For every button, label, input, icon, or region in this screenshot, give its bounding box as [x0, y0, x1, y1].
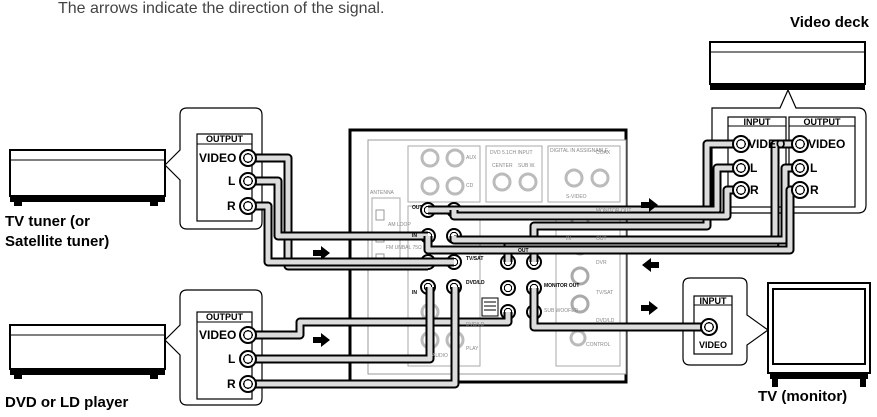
tv-tuner-label: TV tuner (or Satellite tuner) [5, 213, 110, 250]
rear-label-center: CENTER [492, 163, 513, 169]
tv-tuner-r-label: R [227, 199, 236, 213]
deck-output-header: OUTPUT [803, 117, 841, 127]
signal-arrows [313, 198, 659, 347]
cables [248, 139, 800, 389]
dvd-player-box [9, 324, 166, 379]
tv-monitor [767, 282, 871, 387]
arrow-right-icon [641, 301, 658, 315]
rear-label-cd: CD [466, 183, 474, 189]
deck-output-l-label: L [810, 161, 818, 175]
rear-label-dvdld-s: DVD/LD [596, 318, 615, 324]
receiver-rear-panel [348, 128, 628, 384]
tv-tuner-video-label: VIDEO [199, 151, 237, 165]
video-deck-panel [711, 88, 867, 214]
dvd-r-label: R [227, 377, 236, 391]
tv-tuner-box [9, 149, 166, 206]
deck-input-video-label: VIDEO [748, 137, 786, 151]
rear-label-play: PLAY [466, 346, 479, 352]
rear-label-coax: COAX [596, 150, 611, 156]
rear-label-monitor-out: MONITOR OUT [544, 283, 580, 289]
rear-label-dvd51: DVD 5.1CH INPUT [490, 150, 533, 156]
tv-tuner-output-header: OUTPUT [206, 134, 243, 144]
video-deck-box [709, 41, 866, 90]
rear-label-tvsat-s: TV/SAT [596, 290, 614, 296]
dvd-player-label: DVD or LD player [5, 394, 129, 411]
arrow-left-icon [642, 258, 659, 272]
deck-output-video-label: VIDEO [808, 137, 846, 151]
tv-input-panel [682, 277, 770, 366]
rear-label-subwoofer: SUB WOOFER [544, 308, 579, 314]
rear-label-control: CONTROL [586, 342, 611, 348]
video-deck-label: Video deck [790, 14, 869, 31]
tv-tuner-l-label: L [228, 174, 236, 188]
rear-label-digital-in: DIGITAL IN ASSIGNABLE [550, 148, 609, 154]
rear-label-in: IN [412, 233, 417, 239]
rear-label-in-audio: IN [412, 290, 417, 296]
diagram-caption: The arrows indicate the direction of the… [58, 0, 385, 17]
deck-output-r-label: R [810, 183, 819, 197]
rear-label-fm: FM UNBAL 75Ω [386, 245, 422, 251]
deck-input-l-label: L [750, 161, 758, 175]
deck-input-r-label: R [750, 183, 759, 197]
tv-input-header: INPUT [699, 296, 727, 306]
rear-label-am-loop: AM LOOP [388, 222, 411, 228]
rear-label-antenna: ANTENNA [370, 190, 394, 196]
dvd-output-header: OUTPUT [206, 312, 243, 322]
rear-label-audio: AUDIO [432, 353, 448, 359]
dvd-l-label: L [228, 352, 236, 366]
tv-input-video-label: VIDEO [698, 340, 727, 350]
rear-label-aux: AUX [466, 155, 477, 161]
rear-label-tvsat: TV/SAT [466, 256, 484, 262]
rear-label-dvdld-audio: DVD/LD [466, 322, 485, 328]
rear-label-dvr: DVR [596, 260, 607, 266]
rear-label-out-s: OUT [596, 236, 607, 242]
arrow-right-icon [313, 333, 330, 347]
deck-input-header: INPUT [743, 117, 771, 127]
rear-label-dvdld: DVD/LD [466, 280, 485, 286]
rear-label-monitor-out-s: MONITOR OUT [596, 208, 632, 214]
rear-label-svideo: S-VIDEO [566, 194, 587, 200]
rear-label-subw: SUB W. [518, 163, 536, 169]
arrow-right-icon [313, 246, 330, 260]
dvd-video-label: VIDEO [199, 328, 237, 342]
rear-label-out: OUT [412, 205, 423, 211]
rear-label-out-main: OUT [518, 248, 529, 254]
device-jacks [239, 135, 809, 393]
arrow-right-icon [641, 198, 658, 212]
rear-label-in-s: IN [566, 236, 571, 242]
tv-monitor-label: TV (monitor) [758, 388, 848, 405]
